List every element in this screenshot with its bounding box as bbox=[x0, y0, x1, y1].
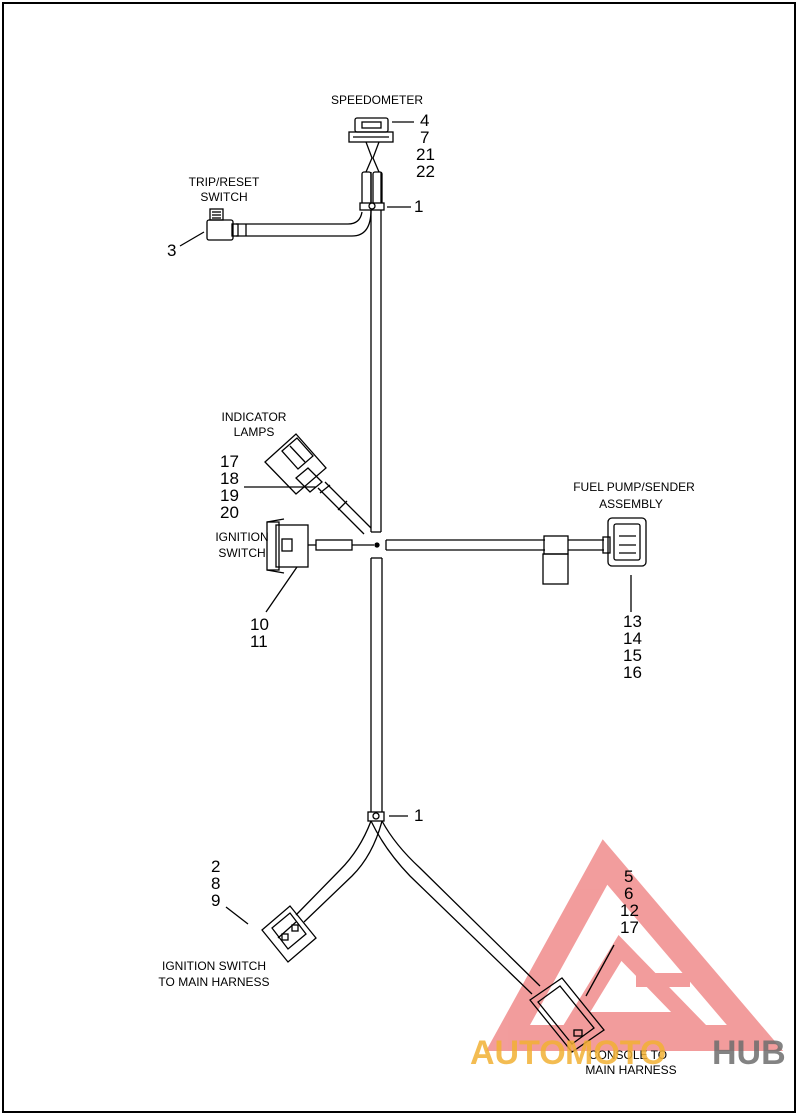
callout-clip-top: 1 bbox=[414, 197, 423, 216]
ignition-switch-label-line1: IGNITION bbox=[215, 530, 268, 544]
ignition-switch-connector bbox=[265, 518, 316, 613]
callout-ign-main-3: 9 bbox=[211, 891, 220, 910]
ignition-to-main-connector bbox=[225, 905, 317, 963]
watermark-logo bbox=[485, 839, 784, 1051]
callout-indicator-2: 18 bbox=[220, 469, 239, 488]
callout-clip-bottom: 1 bbox=[414, 806, 423, 825]
trip-reset-label-line1: TRIP/RESET bbox=[189, 175, 260, 189]
indicator-lamps-connector bbox=[244, 433, 327, 495]
fuel-pump-label-line2: ASSEMBLY bbox=[599, 497, 663, 511]
ignition-to-main-label-line2: TO MAIN HARNESS bbox=[158, 975, 269, 989]
watermark-moto: MOTO bbox=[565, 1034, 666, 1072]
callout-ign-main-2: 8 bbox=[211, 874, 220, 893]
ignition-to-main-label-line1: IGNITION SWITCH bbox=[162, 959, 266, 973]
callout-indicator-4: 20 bbox=[220, 503, 239, 522]
callout-fuel-2: 14 bbox=[623, 629, 642, 648]
callout-console-1: 5 bbox=[624, 867, 633, 886]
indicator-lamps-label-line2: LAMPS bbox=[234, 425, 275, 439]
fuel-pump-connector bbox=[602, 517, 647, 612]
watermark-text: AUTO MOTO HUB bbox=[470, 1034, 786, 1072]
callout-indicator-3: 19 bbox=[220, 486, 239, 505]
callout-ign-main-1: 2 bbox=[211, 857, 220, 876]
callout-fuel-4: 16 bbox=[623, 663, 642, 682]
callout-fuel-1: 13 bbox=[623, 612, 642, 631]
callout-speedometer-4: 22 bbox=[416, 162, 435, 181]
ignition-switch-label-line2: SWITCH bbox=[218, 546, 265, 560]
callout-console-2: 6 bbox=[624, 884, 633, 903]
trip-reset-branch bbox=[179, 208, 372, 247]
callout-indicator-1: 17 bbox=[220, 452, 239, 471]
trip-reset-label-line2: SWITCH bbox=[200, 190, 247, 204]
console-to-main-label-line1: CONSOLE TO bbox=[589, 1048, 667, 1062]
main-trunk bbox=[315, 172, 604, 812]
callout-console-4: 17 bbox=[620, 918, 639, 937]
callout-ignition-1: 10 bbox=[250, 615, 269, 634]
console-to-main-label-line2: MAIN HARNESS bbox=[585, 1063, 676, 1077]
callout-speedometer-1: 4 bbox=[420, 111, 429, 130]
callout-ignition-2: 11 bbox=[250, 632, 268, 651]
watermark-auto: AUTO bbox=[470, 1034, 566, 1072]
callout-fuel-3: 15 bbox=[623, 646, 642, 665]
indicator-lamps-label-line1: INDICATOR bbox=[222, 410, 287, 424]
console-to-main-connector bbox=[529, 944, 615, 1053]
speedometer-branch bbox=[348, 117, 411, 211]
speedometer-label: SPEEDOMETER bbox=[331, 93, 423, 107]
lower-y-split bbox=[295, 811, 541, 995]
fuel-pump-label-line1: FUEL PUMP/SENDER bbox=[573, 480, 695, 494]
callout-speedometer-2: 7 bbox=[420, 128, 429, 147]
callout-speedometer-3: 21 bbox=[416, 145, 435, 164]
callout-console-3: 12 bbox=[620, 901, 639, 920]
watermark-hub: HUB bbox=[712, 1034, 786, 1072]
callout-trip-reset: 3 bbox=[167, 241, 176, 260]
